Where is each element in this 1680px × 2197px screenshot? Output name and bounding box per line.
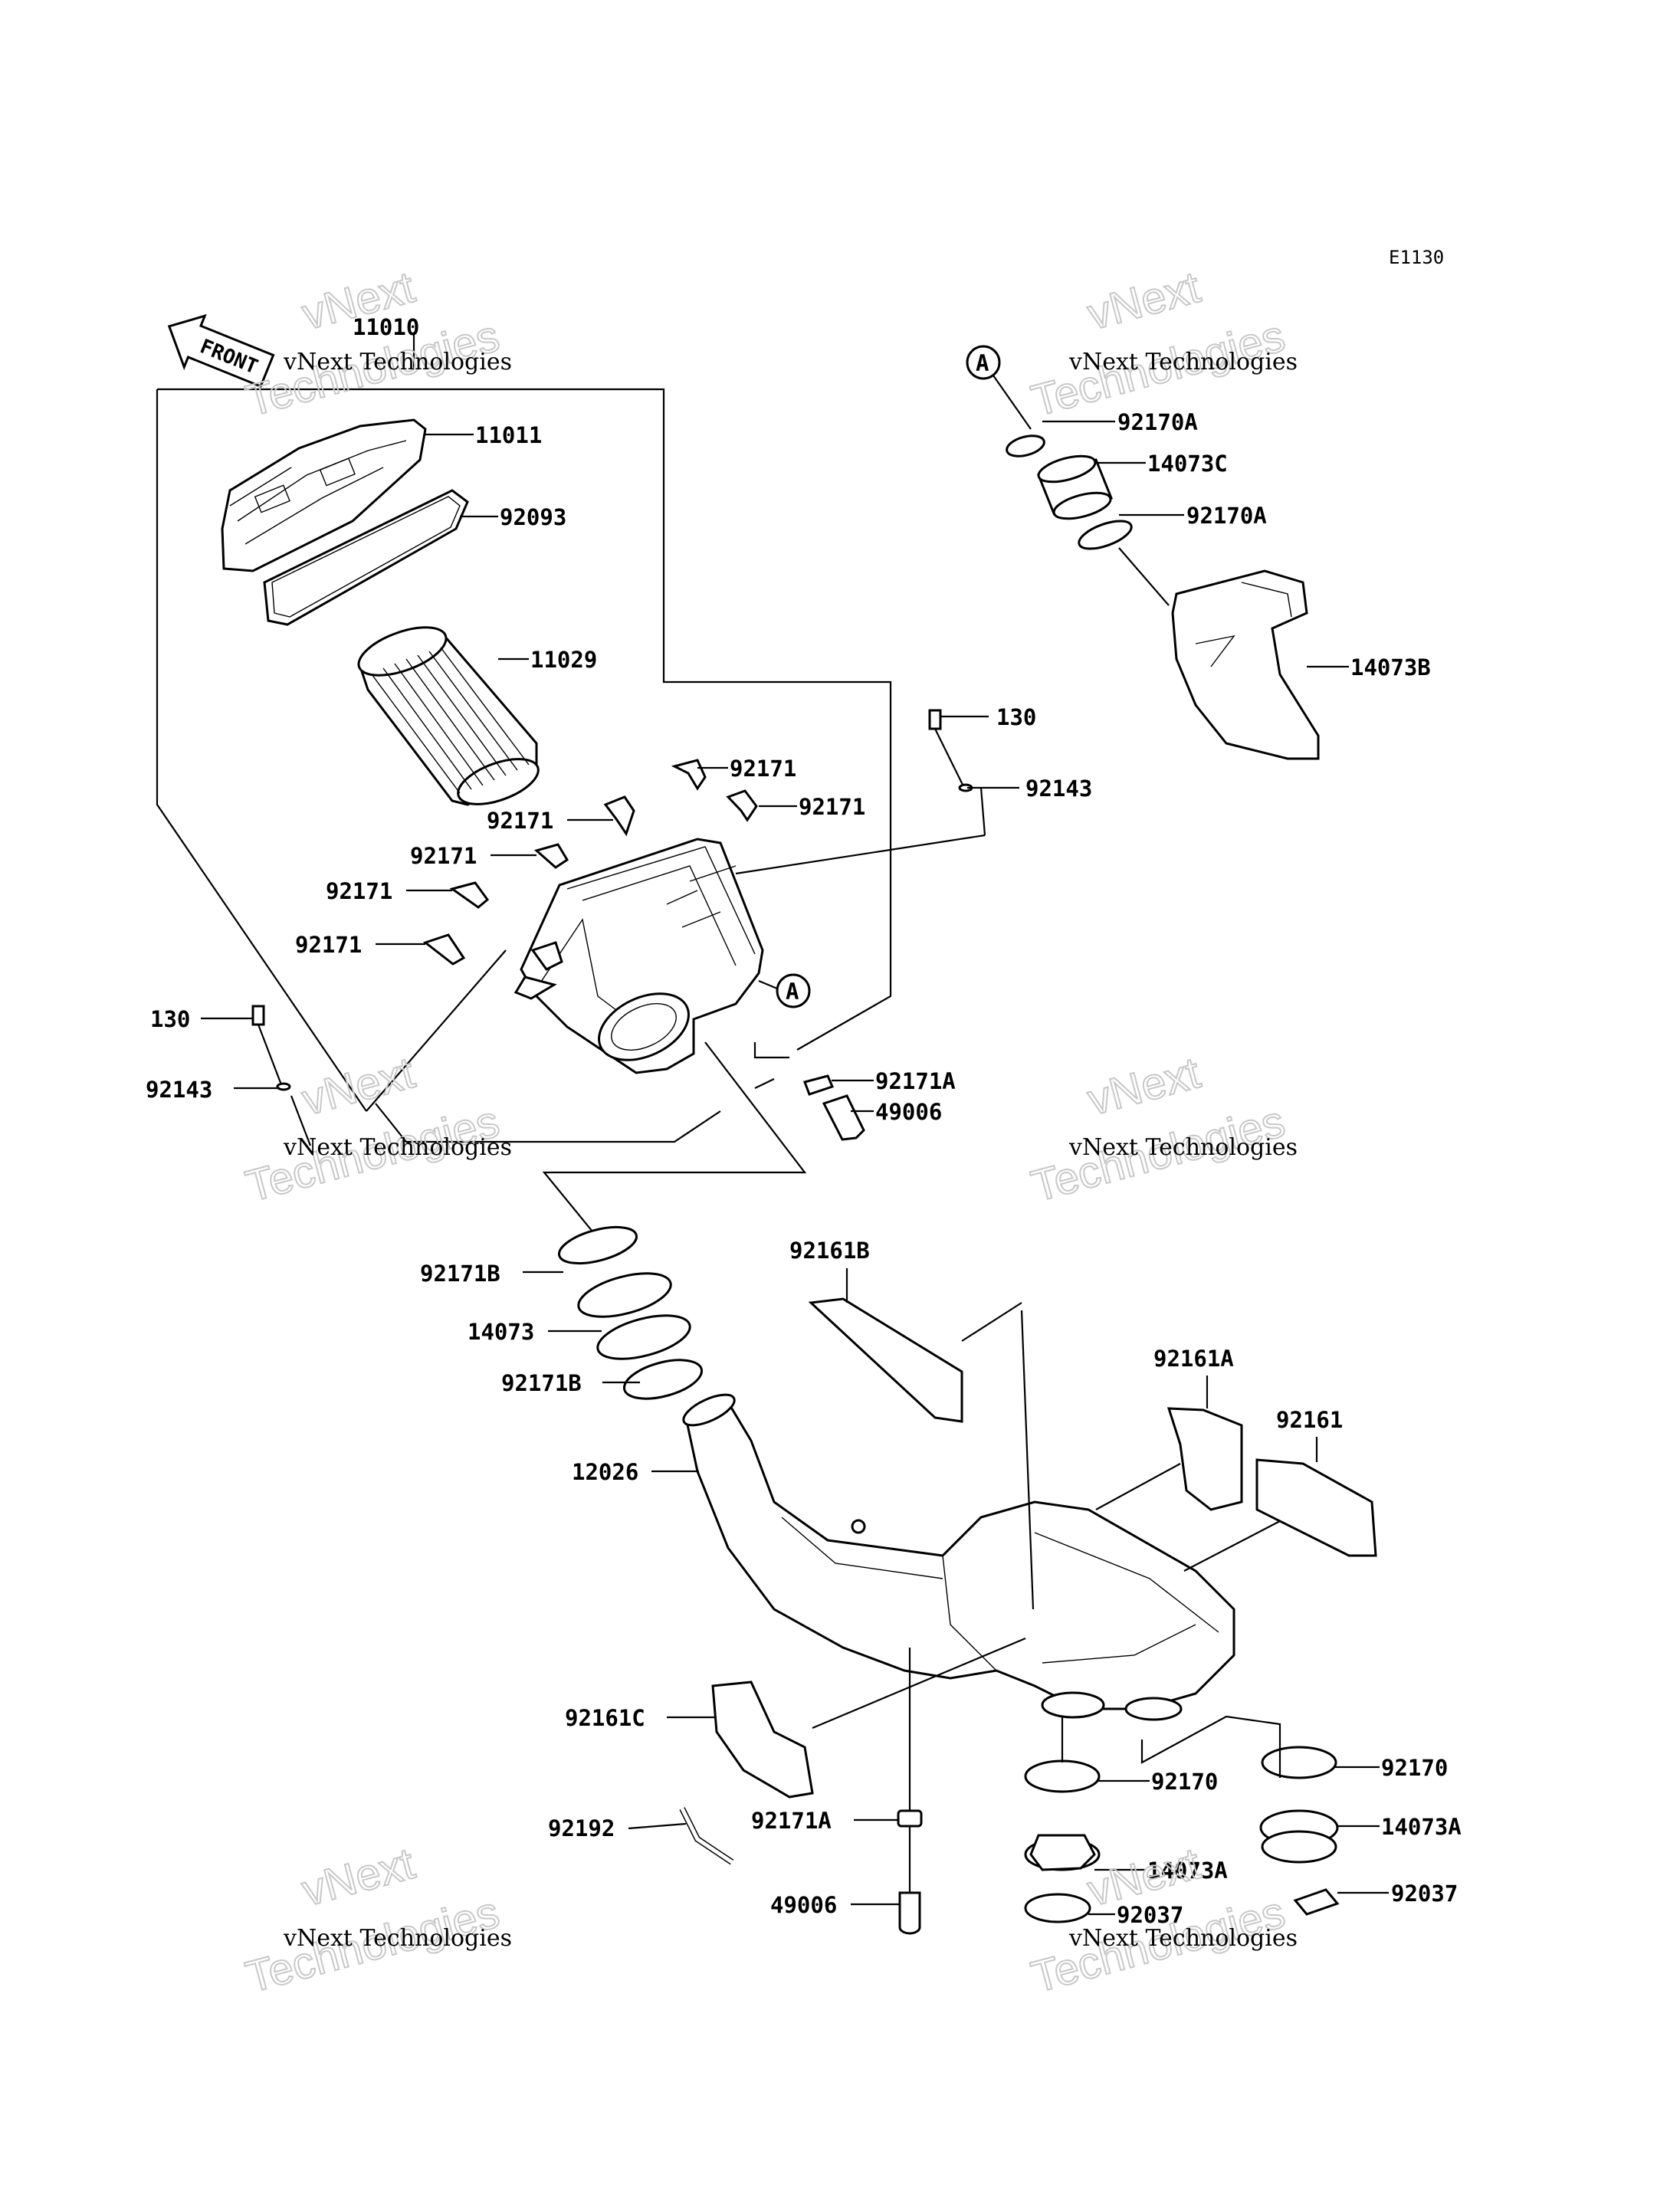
watermark-mid-right: vNext Technologies vNext Technologies [1025, 1047, 1298, 1212]
svg-text:vNext: vNext [297, 1838, 419, 1916]
label-92143-lower: 92143 [146, 1077, 212, 1103]
gasket [263, 489, 469, 626]
bolt-upper [735, 709, 986, 875]
label-92161A: 92161A [1153, 1346, 1234, 1372]
label-11029: 11029 [530, 647, 597, 673]
intake-coupling [558, 1225, 704, 1400]
svg-text:vNext: vNext [297, 1048, 419, 1125]
heat-shield-c [711, 1681, 814, 1799]
label-130-upper: 130 [996, 704, 1036, 730]
assembly-frame-lines [156, 333, 892, 1258]
svg-text:vNext Technologies: vNext Technologies [1068, 1925, 1298, 1952]
label-49006-upper: 49006 [875, 1099, 942, 1125]
label-92170-right: 92170 [1381, 1755, 1448, 1781]
label-92170A-bottom: 92170A [1186, 503, 1267, 529]
label-92161B: 92161B [789, 1238, 870, 1264]
svg-text:vNext Technologies: vNext Technologies [283, 1925, 512, 1952]
intake-duct [682, 1393, 1235, 1721]
bolt-lower [251, 1005, 312, 1146]
svg-text:vNext Technologies: vNext Technologies [283, 1134, 512, 1161]
lower-frame-lines [812, 1302, 1281, 1778]
svg-text:vNext: vNext [1082, 1048, 1205, 1125]
label-92093: 92093 [500, 504, 566, 530]
air-cleaner-case [514, 838, 764, 1074]
air-cleaner-cover [221, 418, 427, 572]
label-49006-lower: 49006 [770, 1892, 837, 1918]
svg-text:A: A [976, 350, 989, 376]
label-11011: 11011 [475, 422, 542, 448]
label-92171-e: 92171 [326, 878, 392, 904]
svg-text:vNext Technologies: vNext Technologies [1068, 1134, 1298, 1161]
watermark-top-right: vNext Technologies vNext Technologies [1025, 261, 1298, 427]
label-92192: 92192 [548, 1815, 615, 1841]
label-92143-upper: 92143 [1025, 776, 1092, 802]
label-92171-f: 92171 [295, 932, 362, 958]
label-92171-c: 92171 [487, 808, 553, 834]
label-92171A-lower: 92171A [751, 1808, 832, 1834]
svg-text:vNext: vNext [1082, 262, 1205, 339]
label-11010: 11010 [353, 314, 419, 340]
diagram-code: E1130 [1389, 247, 1444, 268]
clip-set [422, 759, 758, 966]
heat-shield-b [808, 1297, 963, 1423]
clip-and-cap-upper [803, 1074, 865, 1141]
breather-hose [679, 1807, 734, 1865]
label-14073: 14073 [468, 1319, 534, 1345]
label-14073A-left: 14073A [1147, 1858, 1228, 1884]
watermark-bottom-left: vNext Technologies vNext Technologies [240, 1838, 512, 2003]
air-filter-element [357, 626, 540, 806]
label-92161C: 92161C [565, 1705, 645, 1731]
label-130-lower: 130 [150, 1006, 190, 1032]
svg-text:A: A [786, 979, 799, 1005]
label-92170A-top: 92170A [1117, 409, 1198, 435]
ref-marker-a-lower: A [758, 973, 811, 1008]
label-92171-a: 92171 [730, 756, 796, 782]
ref-marker-a-upper: A [966, 345, 1032, 430]
label-14073B: 14073B [1350, 654, 1431, 680]
label-92170-left: 92170 [1151, 1769, 1218, 1795]
label-92171-b: 92171 [799, 794, 865, 820]
label-14073A-right: 14073A [1381, 1814, 1462, 1840]
label-92171A-upper: 92171A [875, 1068, 956, 1094]
heat-shield [1255, 1458, 1377, 1557]
label-92171-d: 92171 [410, 843, 477, 869]
label-92037-right: 92037 [1391, 1881, 1458, 1907]
svg-text:vNext Technologies: vNext Technologies [1068, 349, 1298, 375]
upper-duct-set [1006, 434, 1320, 760]
label-92161: 92161 [1276, 1407, 1343, 1433]
svg-text:vNext Technologies: vNext Technologies [283, 349, 512, 375]
watermark-mid-left: vNext Technologies vNext Technologies [240, 1047, 512, 1212]
watermark-top-left: vNext Technologies vNext Technologies [240, 261, 512, 427]
heat-shield-a [1166, 1407, 1243, 1511]
label-92171B-bottom: 92171B [501, 1370, 582, 1396]
label-14073C: 14073C [1147, 451, 1228, 477]
label-12026: 12026 [572, 1459, 638, 1485]
label-92037-left: 92037 [1117, 1902, 1183, 1928]
part-labels: 11010 11011 92093 11029 92171 92171 9217… [146, 314, 1462, 1928]
clip-and-cap-lower [897, 1648, 923, 1935]
label-92171B-top: 92171B [420, 1261, 500, 1287]
